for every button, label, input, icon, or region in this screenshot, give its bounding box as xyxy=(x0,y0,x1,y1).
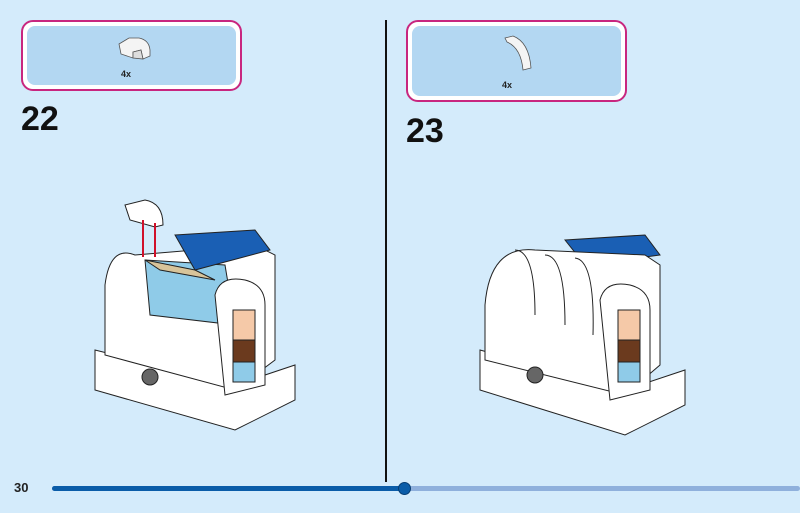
step-number: 23 xyxy=(406,112,444,150)
part-quantity: 4x xyxy=(502,80,513,90)
model-illustration-step-23 xyxy=(479,234,686,436)
curved-slope-brick-icon xyxy=(504,35,532,71)
parts-callout-step-22: 4x xyxy=(21,20,242,91)
curved-slope-brick-icon xyxy=(118,37,151,60)
parts-callout-step-23: 4x xyxy=(406,20,627,102)
page-number: 30 xyxy=(14,480,29,495)
progress-knob xyxy=(397,482,411,495)
model-illustration-step-22 xyxy=(94,199,296,431)
step-divider xyxy=(385,20,387,482)
step-number: 22 xyxy=(21,100,59,138)
progress-bar xyxy=(52,482,800,495)
progress-fill xyxy=(52,486,404,491)
part-quantity: 4x xyxy=(121,69,132,79)
